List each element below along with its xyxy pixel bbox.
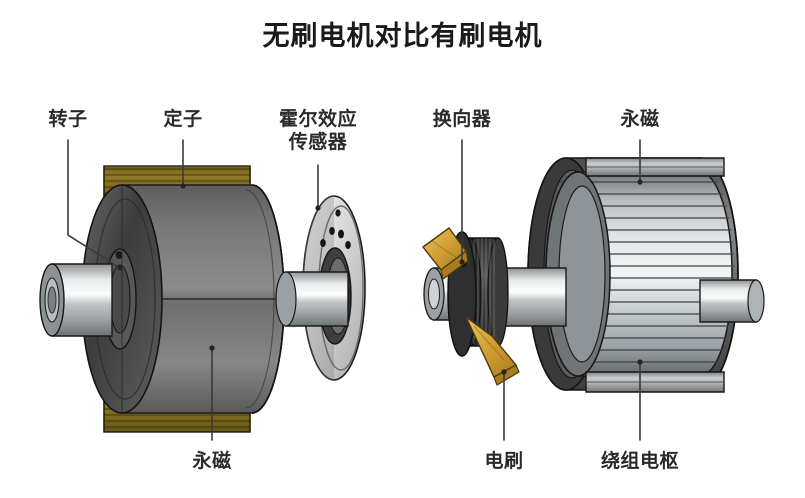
label-permanent-magnet-right: 永磁: [620, 109, 660, 130]
brushless-motor-assembly: [39, 165, 366, 433]
armature-shaft-right: [699, 279, 765, 323]
brushed-motor-assembly: [422, 157, 765, 393]
page-title: 无刷电机对比有刷电机: [262, 21, 543, 51]
label-hall-sensor: 霍尔效应 传感器: [278, 109, 357, 153]
leader-lines: [67, 139, 641, 441]
magnet-flange-bottom: [585, 371, 725, 393]
label-rotor: 转子: [48, 109, 88, 130]
brush-lower: [465, 316, 520, 386]
label-commutator: 换向器: [432, 109, 492, 130]
leader-dots: [117, 179, 643, 375]
magnet-flange-top: [585, 157, 725, 177]
rotor-shaft-right: [275, 271, 349, 327]
label-stator: 定子: [163, 109, 203, 130]
rotor-shaft-left: [39, 263, 113, 337]
winding-armature: [545, 171, 735, 377]
label-brush: 电刷: [484, 451, 524, 472]
leader-rotor: [67, 139, 121, 269]
label-winding-armature: 绕组电枢: [600, 451, 679, 472]
label-permanent-magnet-left: 永磁: [192, 451, 232, 472]
